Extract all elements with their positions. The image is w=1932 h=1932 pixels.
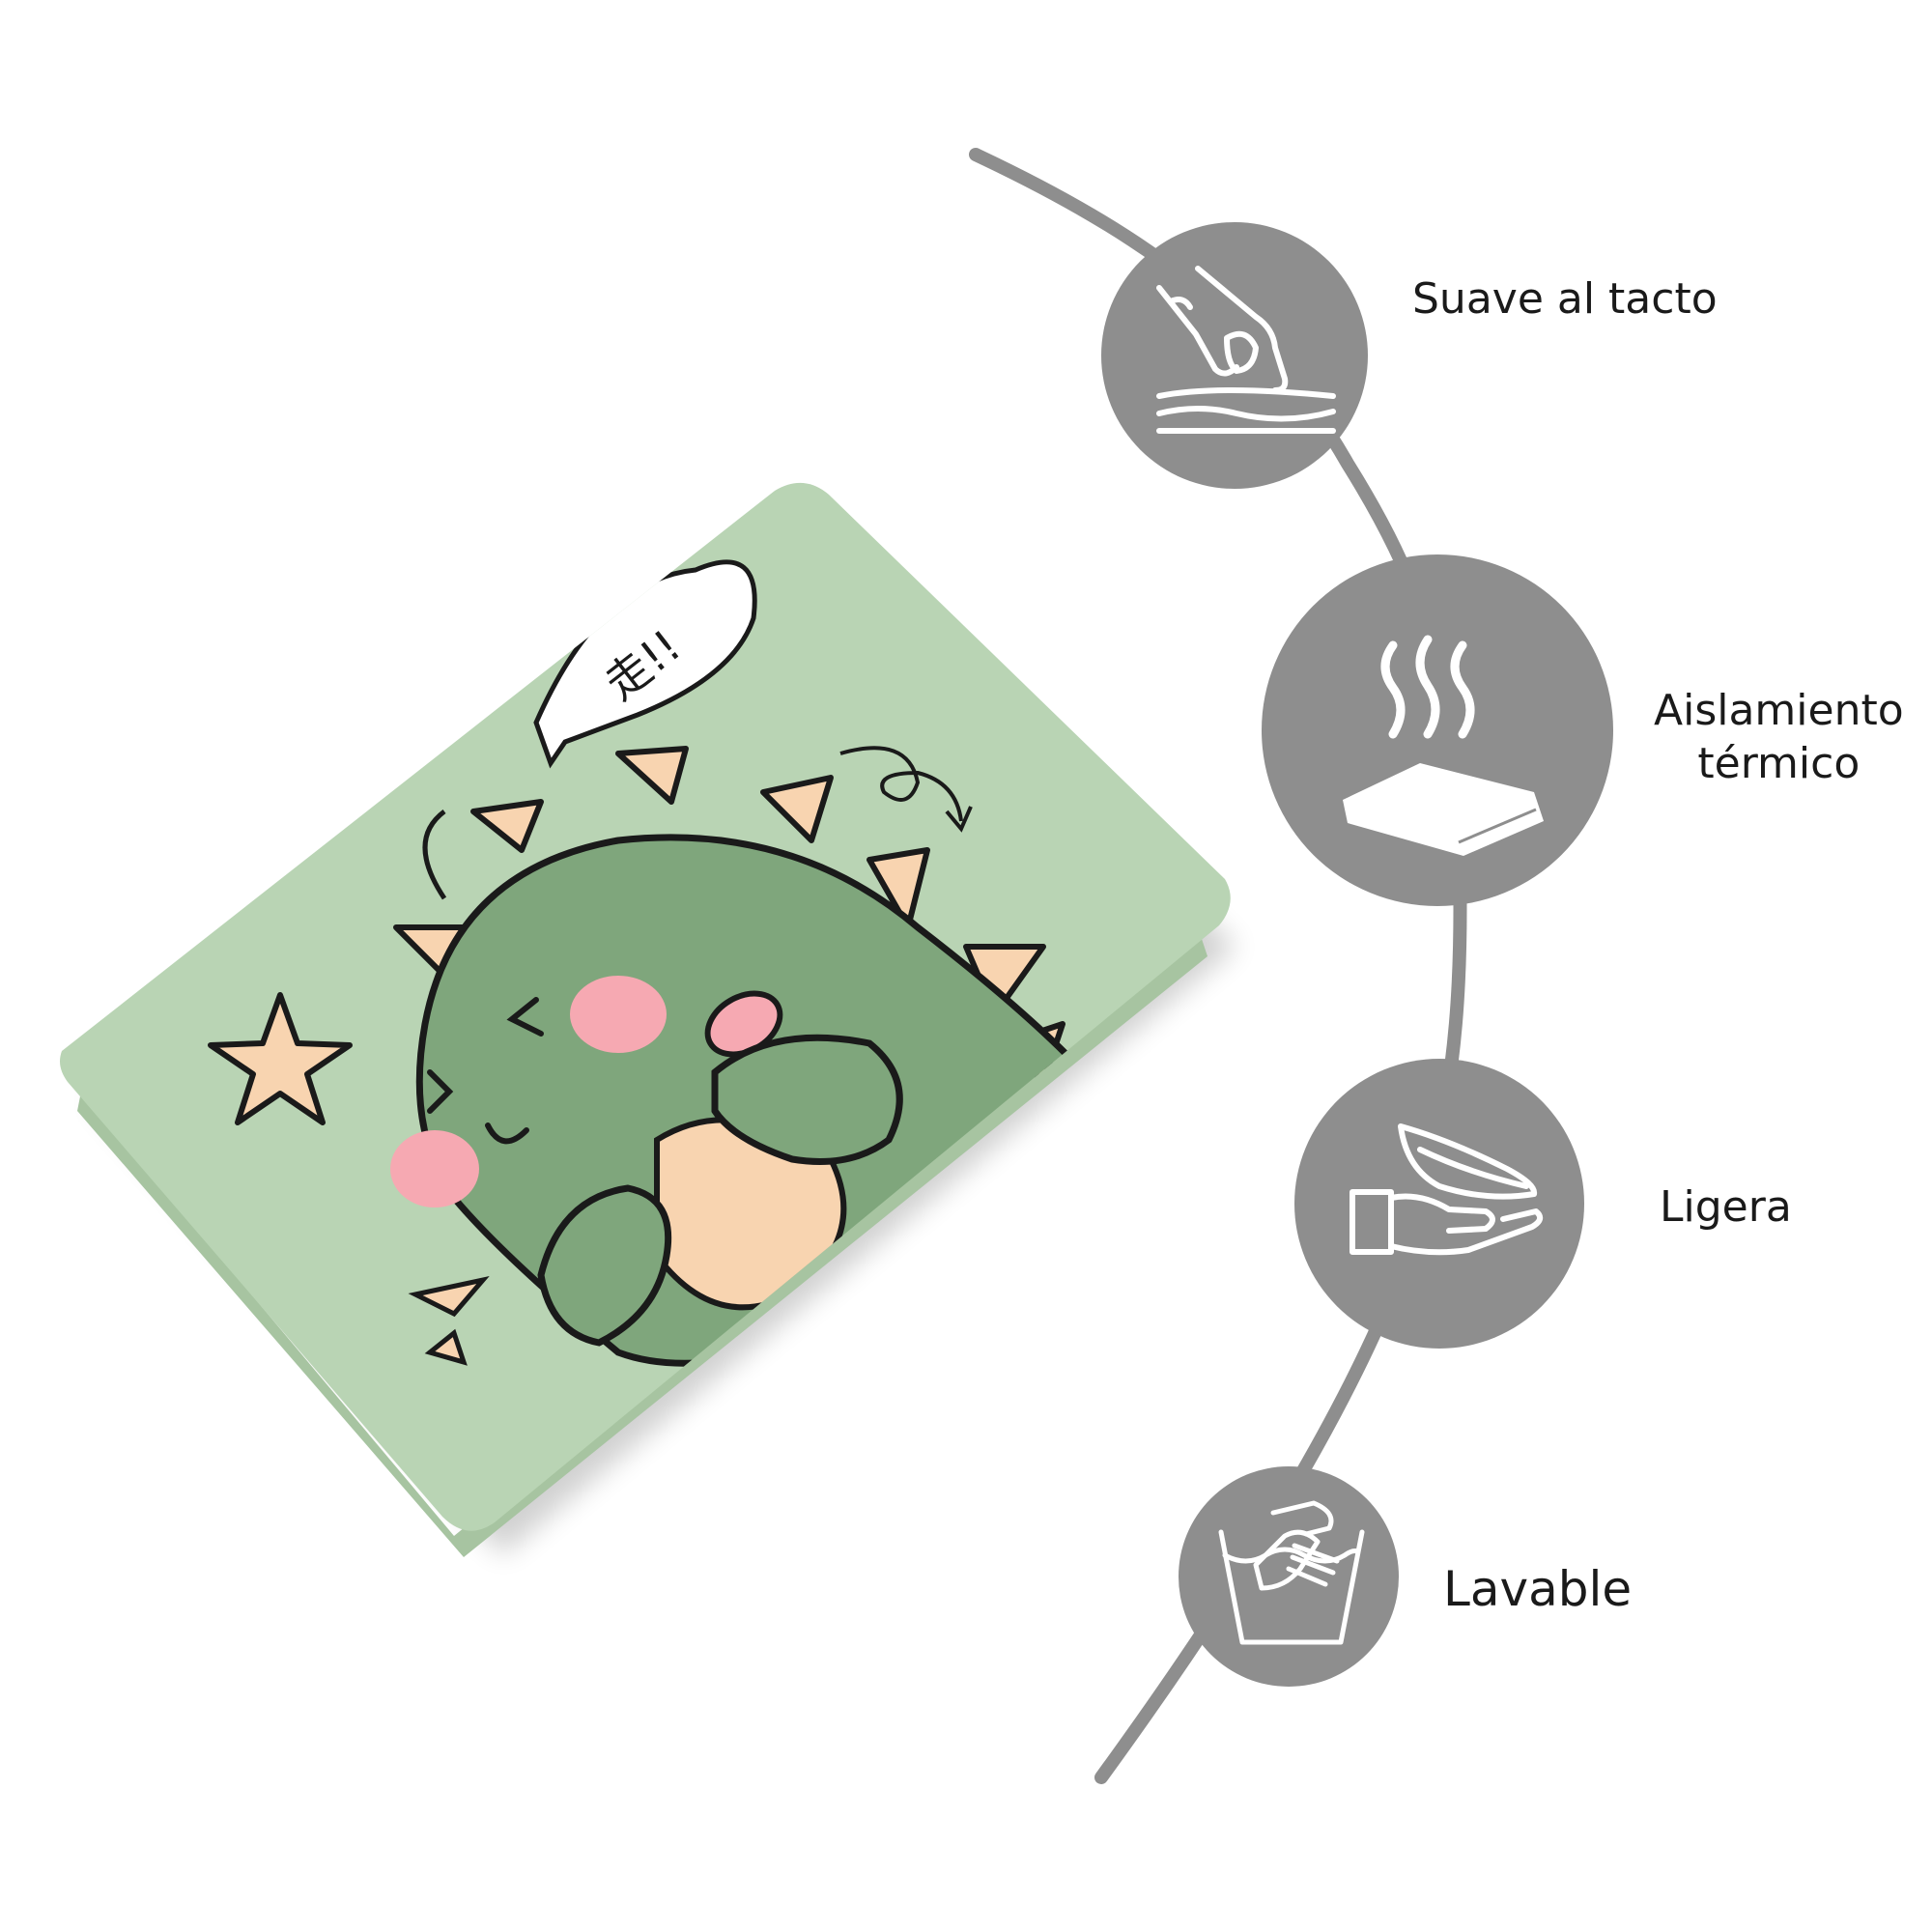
feather-over-hand-icon xyxy=(1350,1123,1544,1256)
feature-aislamiento xyxy=(1262,554,1613,906)
feature-label-ligera: Ligera xyxy=(1660,1182,1792,1232)
folded-blanket-image: 走!! xyxy=(60,482,1236,1557)
dino-cheek-right xyxy=(570,976,667,1053)
star-decoration xyxy=(208,992,353,1125)
dino-eye-wink xyxy=(506,997,544,1037)
feature-label-suave: Suave al tacto xyxy=(1412,274,1718,324)
feature-ligera xyxy=(1294,1059,1584,1349)
hand-touching-fabric-icon xyxy=(1156,266,1336,434)
feature-lavable xyxy=(1179,1466,1399,1687)
feature-label-aislamiento-line-1: Aislamiento xyxy=(1654,686,1904,735)
warm-folded-blanket-icon xyxy=(1380,635,1475,739)
feature-label-lavable: Lavable xyxy=(1443,1561,1633,1617)
feature-label-aislamiento: Aislamiento térmico xyxy=(1654,684,1904,790)
dino-smile xyxy=(485,1122,529,1145)
feature-label-aislamiento-line-2: térmico xyxy=(1697,739,1861,788)
feature-suave xyxy=(1101,222,1368,489)
hand-wash-basin-icon xyxy=(1218,1500,1365,1645)
swirl-arrow xyxy=(839,746,963,822)
dino-cheek-left xyxy=(390,1130,479,1208)
